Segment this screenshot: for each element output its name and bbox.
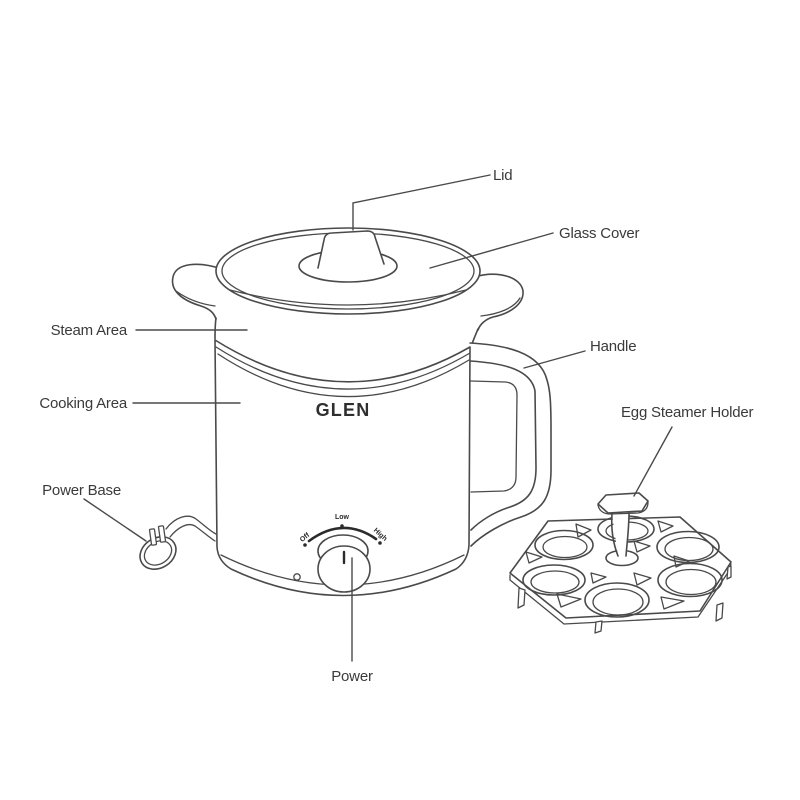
egg-steamer-holder-callout-line [633,426,673,497]
body-rim-line-3 [217,353,470,398]
kettle-handle-inner [469,360,537,531]
power-plug-body [139,535,177,571]
left-pot-handle-fold [175,290,216,307]
left-pot-handle [171,263,223,320]
kettle-illustration: GLEN Low Off High [139,227,552,597]
right-pot-handle [473,273,524,331]
steam-bowl-left-side [214,317,217,340]
brand-logo: GLEN [316,400,371,420]
power-base-label: Power Base [42,482,121,499]
egg-cup-inner [530,570,580,594]
power-base-callout-line [83,498,147,542]
right-pot-handle-fold [480,297,521,317]
egg-steamer-holder-label: Egg Steamer Holder [621,404,754,421]
kettle-handle-outer [469,342,552,547]
kettle-handle-grip-hole [470,380,518,493]
power-cord-bottom [169,523,216,542]
egg-cup-outer [656,530,720,564]
egg-cup-outer [657,562,723,598]
kettle-body [214,339,471,597]
cooking-area-label: Cooking Area [39,395,128,412]
vent-triangle [633,572,652,586]
glass-cover-callout-line [429,232,554,269]
handle-callout-line [523,350,586,369]
power-knob-face [317,545,371,593]
vent-triangle [633,540,651,553]
handle-label: Handle [590,338,636,355]
glass-cover-label: Glass Cover [559,225,640,242]
vent-triangle [525,551,543,564]
vent-triangle [590,572,607,584]
egg-cup-inner [665,568,717,596]
knob-dial-arc [307,526,378,543]
lid-knob [317,230,385,269]
power-indicator-light [293,573,301,581]
power-plug-prong-left [148,528,158,546]
egg-cup-inner [592,588,644,616]
vent-triangle [575,523,592,538]
steam-area-label: Steam Area [51,322,128,339]
lid-label: Lid [493,167,512,184]
power-label: Power [331,668,373,685]
callouts: Lid Glass Cover Steam Area Cooking Area … [39,167,753,685]
vent-triangle [556,593,582,608]
lid-knob-fill [318,231,384,275]
egg-cup-outer [522,564,586,596]
knob-dial-dot-right [378,541,382,545]
egg-tray-top [509,516,732,619]
egg-post-cap [597,492,649,514]
knob-marking-low: Low [335,514,350,521]
egg-cup-outer [584,582,650,618]
vent-triangle [657,520,674,533]
vent-triangle [673,555,690,568]
egg-cup-inner [542,535,588,559]
egg-tray-leg-corner [726,565,732,580]
egg-tray-leg-center [594,620,603,634]
egg-tray-leg-right [715,602,724,622]
body-rim-line-2 [215,346,471,390]
lid-callout-line [352,174,491,231]
vent-triangle [660,596,685,610]
power-plug-prong-right [157,525,167,543]
knob-dial-dot-left [303,543,307,547]
knob-dial-dot-center [340,524,344,528]
power-cord-top [165,515,217,535]
glass-cover-band [229,289,467,306]
egg-post-stem [610,512,630,557]
egg-cup-outer [534,529,594,561]
egg-steamer-holder-illustration [509,492,732,634]
egg-post-cap-edge [597,501,649,515]
egg-post-stem-fill [612,513,629,556]
steam-bowl [205,298,492,352]
egg-tray-leg-left [517,587,526,609]
